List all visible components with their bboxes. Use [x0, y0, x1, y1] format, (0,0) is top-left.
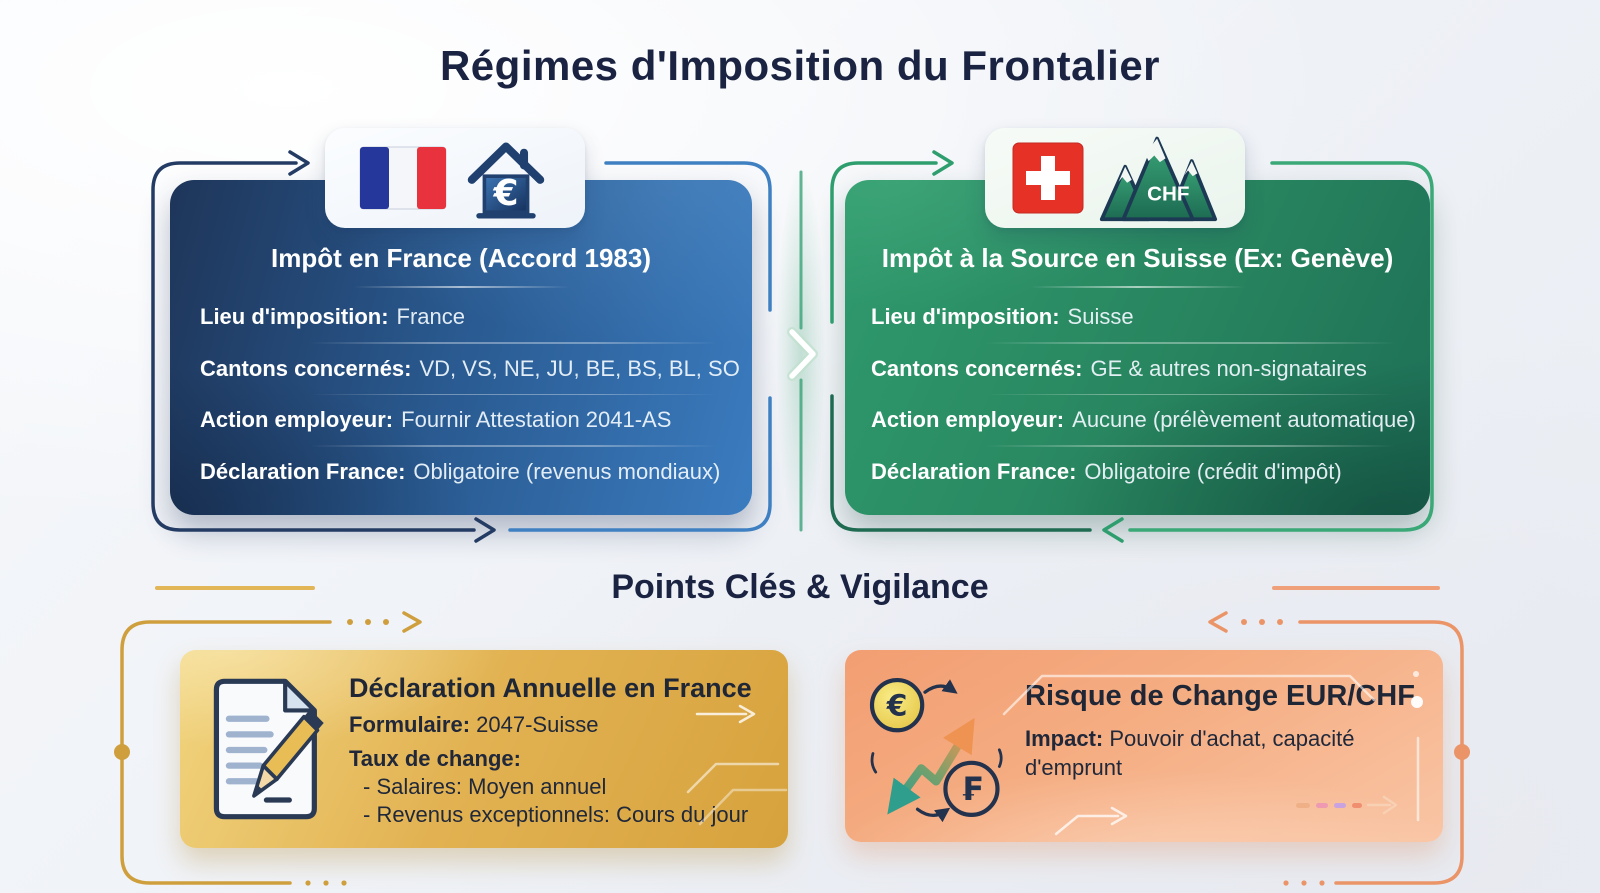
arrow-right-icon [288, 150, 310, 176]
svg-text:€: € [886, 688, 908, 723]
row-label: Cantons concernés: [200, 355, 412, 381]
france-row-declaration: Déclaration France: Obligatoire (revenus… [170, 447, 752, 497]
suisse-tax-card: Impôt à la Source en Suisse (Ex: Genève)… [845, 180, 1430, 515]
row-value: Fournir Attestation 2041-AS [401, 407, 672, 432]
suisse-row-action: Action employeur: Aucune (prélèvement au… [845, 395, 1430, 445]
france-flag-icon [359, 146, 446, 210]
suisse-badge: CHF [985, 128, 1245, 228]
suisse-card-rows: Lieu d'imposition: Suisse Cantons concer… [845, 292, 1430, 497]
change-risk-text: Risque de Change EUR/CHF Impact: Pouvoir… [1025, 650, 1415, 842]
row-value: France [396, 304, 466, 329]
arrow-right-icon [932, 150, 954, 176]
arrow-left-icon [1208, 611, 1228, 633]
row-label: Action employeur: [871, 407, 1065, 432]
form-value: 2047-Suisse [476, 712, 599, 737]
row-separator [309, 342, 718, 344]
france-tax-card: Impôt en France (Accord 1983) Lieu d'imp… [170, 180, 752, 515]
svg-text:€: € [492, 173, 518, 214]
declaration-rate-line: Taux de change: [349, 746, 752, 772]
arrow-right-icon [402, 611, 422, 633]
row-label: Lieu d'imposition: [200, 304, 389, 329]
row-label: Déclaration France: [200, 458, 406, 484]
impact-label: Impact: [1025, 726, 1104, 751]
declaration-card: Déclaration Annuelle en France Formulair… [180, 650, 788, 848]
mountain-chf-icon: CHF [1099, 136, 1217, 222]
france-title-separator [353, 286, 569, 288]
row-value: Aucune (prélèvement automatique) [1072, 407, 1416, 432]
france-row-cantons: Cantons concernés: VD, VS, NE, JU, BE, B… [170, 344, 752, 394]
swiss-flag-icon [1012, 142, 1083, 214]
arrow-left-icon [1102, 517, 1124, 543]
row-value: GE & autres non-signataires [1090, 355, 1367, 381]
row-separator [309, 393, 718, 395]
svg-text:CHF: CHF [1147, 183, 1189, 206]
suisse-title-separator [1030, 286, 1245, 288]
row-value: Obligatoire (crédit d'impôt) [1084, 458, 1342, 484]
declaration-form-line: Formulaire: 2047-Suisse [349, 712, 752, 738]
divider-glow [776, 165, 826, 540]
row-label: Cantons concernés: [871, 355, 1083, 381]
impact-line: Impact: Pouvoir d'achat, capacité d'empr… [1025, 724, 1395, 782]
form-label: Formulaire: [349, 712, 471, 737]
node-dot [114, 744, 130, 760]
row-value: Suisse [1067, 304, 1134, 329]
page-title: Régimes d'Imposition du Frontalier [439, 42, 1161, 89]
rate-item-salaires: - Salaires: Moyen annuel [363, 774, 607, 799]
france-row-lieu: Lieu d'imposition: France [170, 292, 752, 342]
france-card-rows: Lieu d'imposition: France Cantons concer… [170, 292, 752, 497]
node-dot [1454, 744, 1470, 760]
declaration-text: Déclaration Annuelle en France Formulair… [349, 650, 752, 848]
france-row-action: Action employeur: Fournir Attestation 20… [170, 395, 752, 445]
row-label: Déclaration France: [871, 458, 1077, 484]
row-label: Lieu d'imposition: [871, 304, 1060, 329]
suisse-row-declaration: Déclaration France: Obligatoire (crédit … [845, 447, 1430, 497]
section-title: Points Clés & Vigilance [611, 568, 989, 606]
rate-item-revenus: - Revenus exceptionnels: Cours du jour [363, 802, 749, 827]
document-pencil-icon [206, 674, 331, 848]
change-risk-card: € ₣ Risque de Change EUR/CHF Impact: Pou… [845, 650, 1443, 842]
arrow-right-icon [474, 517, 496, 543]
change-risk-title: Risque de Change EUR/CHF [1025, 680, 1415, 712]
declaration-title: Déclaration Annuelle en France [349, 673, 752, 703]
row-value: VD, VS, NE, JU, BE, BS, BL, SO [419, 355, 740, 381]
currency-exchange-icon: € ₣ [863, 668, 1013, 842]
house-euro-icon: € [467, 142, 544, 219]
rate-label: Taux de change: [349, 746, 521, 771]
row-value: Obligatoire (revenus mondiaux) [413, 458, 721, 484]
france-badge: € [325, 128, 585, 228]
row-label: Action employeur: [200, 407, 394, 432]
svg-text:₣: ₣ [960, 772, 982, 808]
suisse-row-lieu: Lieu d'imposition: Suisse [845, 292, 1430, 342]
suisse-row-cantons: Cantons concernés: GE & autres non-signa… [845, 344, 1430, 394]
